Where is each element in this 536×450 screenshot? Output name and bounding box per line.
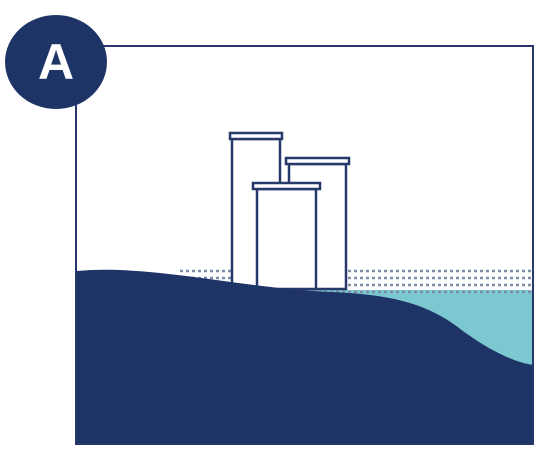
panel-label-badge: A [5, 15, 107, 109]
building-front-body [257, 189, 316, 289]
building-right-roof [286, 158, 349, 164]
building-tall-roof [230, 133, 282, 139]
buildings [230, 133, 349, 289]
panel-label: A [38, 37, 74, 87]
building-front-roof [253, 183, 320, 189]
